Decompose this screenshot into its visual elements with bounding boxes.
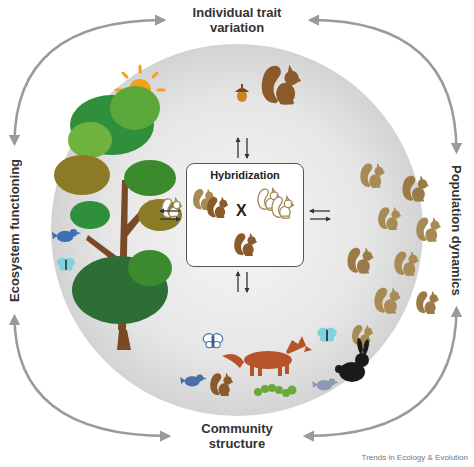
rabbit xyxy=(335,338,370,382)
squirrel-population xyxy=(348,163,441,346)
trees xyxy=(54,86,182,350)
node-text: Community structure xyxy=(177,421,297,451)
node-text: Ecosystem functioning xyxy=(7,152,22,308)
node-text: Individual trait variation xyxy=(172,5,302,35)
butterfly xyxy=(316,326,339,342)
sun xyxy=(116,66,164,114)
bird xyxy=(312,379,338,391)
caterpillar xyxy=(254,384,297,397)
node-text: Hybridization xyxy=(187,169,303,181)
fox xyxy=(222,336,312,376)
cycle-arrow xyxy=(15,20,165,144)
butterfly xyxy=(56,256,77,271)
ecosystem-circle xyxy=(51,44,423,416)
acorn xyxy=(235,84,249,102)
cycle-arrow xyxy=(310,20,457,152)
concept-label: Ecosystem functioning xyxy=(7,152,22,308)
node-text: X xyxy=(236,202,247,220)
concept-label: Community structure xyxy=(177,421,297,451)
hybridization-box: HybridizationX xyxy=(186,163,304,267)
squirrel xyxy=(162,198,182,218)
bird xyxy=(180,375,206,387)
credit-text: Trends in Ecology & Evolution xyxy=(362,453,468,462)
butterfly xyxy=(202,332,225,348)
cycle-arrow xyxy=(305,308,457,436)
node-text: Population dynamics xyxy=(449,160,464,300)
squirrel xyxy=(262,65,301,105)
cycle-arrow xyxy=(15,316,170,436)
concept-label: Population dynamics xyxy=(449,160,464,300)
concept-label: Individual trait variation xyxy=(172,5,302,35)
influence-arrows xyxy=(160,138,330,292)
bird xyxy=(52,229,81,242)
squirrel xyxy=(210,373,233,396)
